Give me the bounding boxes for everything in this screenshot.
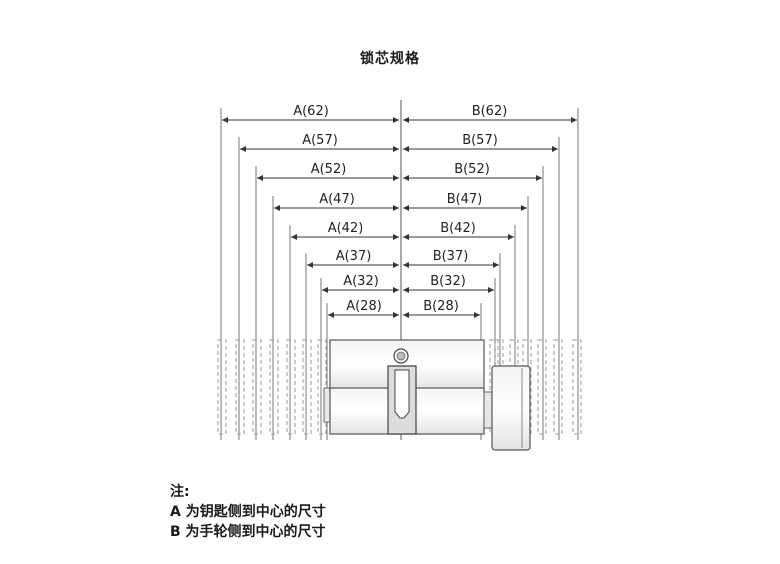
dimension-row: A(57) B(57) [238, 133, 560, 440]
key-side-cap [323, 387, 331, 423]
length-outline-right [537, 339, 547, 435]
dimension-label-a: A(32) [343, 274, 379, 289]
dimension-label-b: B(62) [472, 104, 508, 119]
dimension-label-b: B(28) [423, 299, 459, 314]
note-a: A 为钥匙侧到中心的尺寸 [170, 504, 326, 520]
screw-hole-inner [396, 351, 406, 361]
dimension-label-a: A(52) [311, 162, 347, 177]
length-outline-right [553, 339, 563, 435]
lock-cylinder-body [323, 339, 531, 451]
length-outline-left [217, 339, 227, 435]
length-outline-left [317, 339, 327, 435]
dimension-label-b: B(52) [454, 162, 490, 177]
dimension-label-a: A(57) [302, 133, 338, 148]
dimension-row: A(42) B(42) [289, 221, 516, 440]
dimension-row: A(32) B(32) [320, 274, 496, 440]
dimension-label-b: B(47) [447, 192, 483, 207]
length-outline-left [235, 339, 245, 435]
length-outline-left [269, 339, 279, 435]
dimension-label-a: A(47) [319, 192, 355, 207]
length-outline-right [572, 339, 582, 435]
dimension-label-a: A(28) [346, 299, 382, 314]
note-b: B 为手轮侧到中心的尺寸 [170, 524, 326, 540]
thumb-turn-neck [483, 391, 493, 429]
diagram-title: 锁芯规格 [360, 51, 420, 67]
dimension-row: A(62) B(62) [220, 104, 579, 440]
length-outline-left [286, 339, 296, 435]
length-outline-left [302, 339, 312, 435]
dimension-label-b: B(42) [440, 221, 476, 236]
dimension-label-b: B(57) [462, 133, 498, 148]
dimension-lines: A(62) B(62) A(57) B(57) A(52) B(52) A(47) B(47)… [220, 104, 579, 440]
dimension-label-a: A(62) [293, 104, 329, 119]
dimension-label-a: A(37) [336, 249, 372, 264]
dimension-label-a: A(42) [328, 221, 364, 236]
cam [394, 369, 410, 419]
dimension-label-b: B(32) [430, 274, 466, 289]
dimension-label-b: B(37) [433, 249, 469, 264]
length-outline-left [252, 339, 262, 435]
thumb-turn-knob [491, 365, 531, 451]
dimension-row: A(52) B(52) [255, 162, 544, 440]
notes-heading: 注: [170, 484, 190, 500]
notes-block: 注: A 为钥匙侧到中心的尺寸 B 为手轮侧到中心的尺寸 [170, 482, 326, 542]
